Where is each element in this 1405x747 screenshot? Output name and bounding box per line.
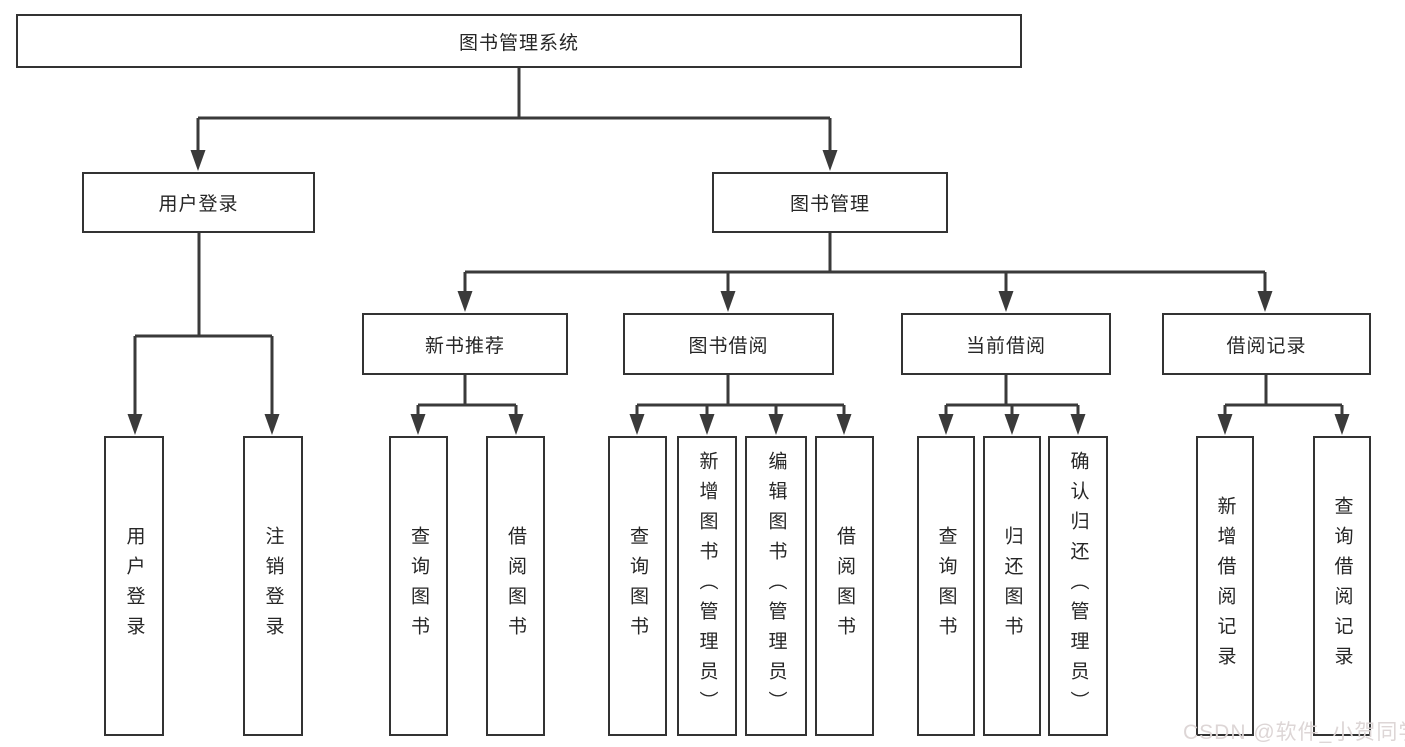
leaf-label: 查询借阅记录: [1331, 496, 1353, 676]
leaf-borrow-books-2: 借阅图书: [815, 436, 874, 736]
leaf-label: 查询图书: [627, 526, 648, 646]
leaf-user-login: 用户登录: [104, 436, 164, 736]
connector-borrow-records: [1223, 375, 1344, 418]
leaf-label: 用户登录: [123, 526, 145, 646]
node-book-borrow: 图书借阅: [623, 313, 834, 375]
node-label: 图书借阅: [688, 335, 769, 357]
leaf-return-books: 归还图书: [983, 436, 1041, 736]
leaf-label: 确认归还（管理员）: [1067, 451, 1089, 721]
node-root: 图书管理系统: [16, 14, 1022, 68]
node-label: 图书管理: [789, 194, 870, 215]
leaf-query-books-1: 查询图书: [389, 436, 448, 736]
leaf-edit-books-admin: 编辑图书（管理员）: [745, 436, 807, 736]
leaf-label: 新增图书（管理员）: [696, 451, 718, 721]
node-user-login-branch: 用户登录: [82, 172, 315, 233]
leaf-add-books-admin: 新增图书（管理员）: [677, 436, 737, 736]
leaf-query-books-2: 查询图书: [608, 436, 667, 736]
node-label: 新书推荐: [424, 335, 505, 357]
node-new-book-recommend: 新书推荐: [362, 313, 568, 375]
leaf-label: 查询图书: [935, 526, 957, 646]
connector-new-book-recommend: [416, 375, 518, 418]
leaf-confirm-return-admin: 确认归还（管理员）: [1048, 436, 1108, 736]
leaf-label: 借阅图书: [505, 526, 526, 646]
leaf-label: 借阅图书: [834, 526, 855, 646]
leaf-label: 注销登录: [262, 526, 284, 646]
connector-current-borrow: [944, 375, 1080, 418]
leaf-label: 编辑图书（管理员）: [765, 451, 787, 721]
leaf-query-borrow-record: 查询借阅记录: [1313, 436, 1371, 736]
node-label: 借阅记录: [1226, 335, 1307, 357]
connector-user-login: [133, 233, 274, 418]
node-label: 用户登录: [158, 194, 239, 215]
leaf-label: 查询图书: [408, 526, 429, 646]
node-current-borrow: 当前借阅: [901, 313, 1111, 375]
node-borrow-records: 借阅记录: [1162, 313, 1371, 375]
connector-root: [196, 68, 832, 153]
leaf-borrow-books-1: 借阅图书: [486, 436, 545, 736]
leaf-label: 新增借阅记录: [1214, 496, 1236, 676]
leaf-add-borrow-record: 新增借阅记录: [1196, 436, 1254, 736]
node-label: 当前借阅: [965, 335, 1046, 357]
node-book-management-branch: 图书管理: [712, 172, 948, 233]
leaf-logout: 注销登录: [243, 436, 303, 736]
connector-book-borrow: [635, 375, 846, 418]
csdn-watermark: CSDN @软件_小贺同学: [1183, 721, 1405, 744]
node-root-label: 图书管理系统: [458, 32, 579, 54]
connector-book-management: [463, 233, 1267, 294]
leaf-query-books-3: 查询图书: [917, 436, 975, 736]
leaf-label: 归还图书: [1001, 526, 1023, 646]
